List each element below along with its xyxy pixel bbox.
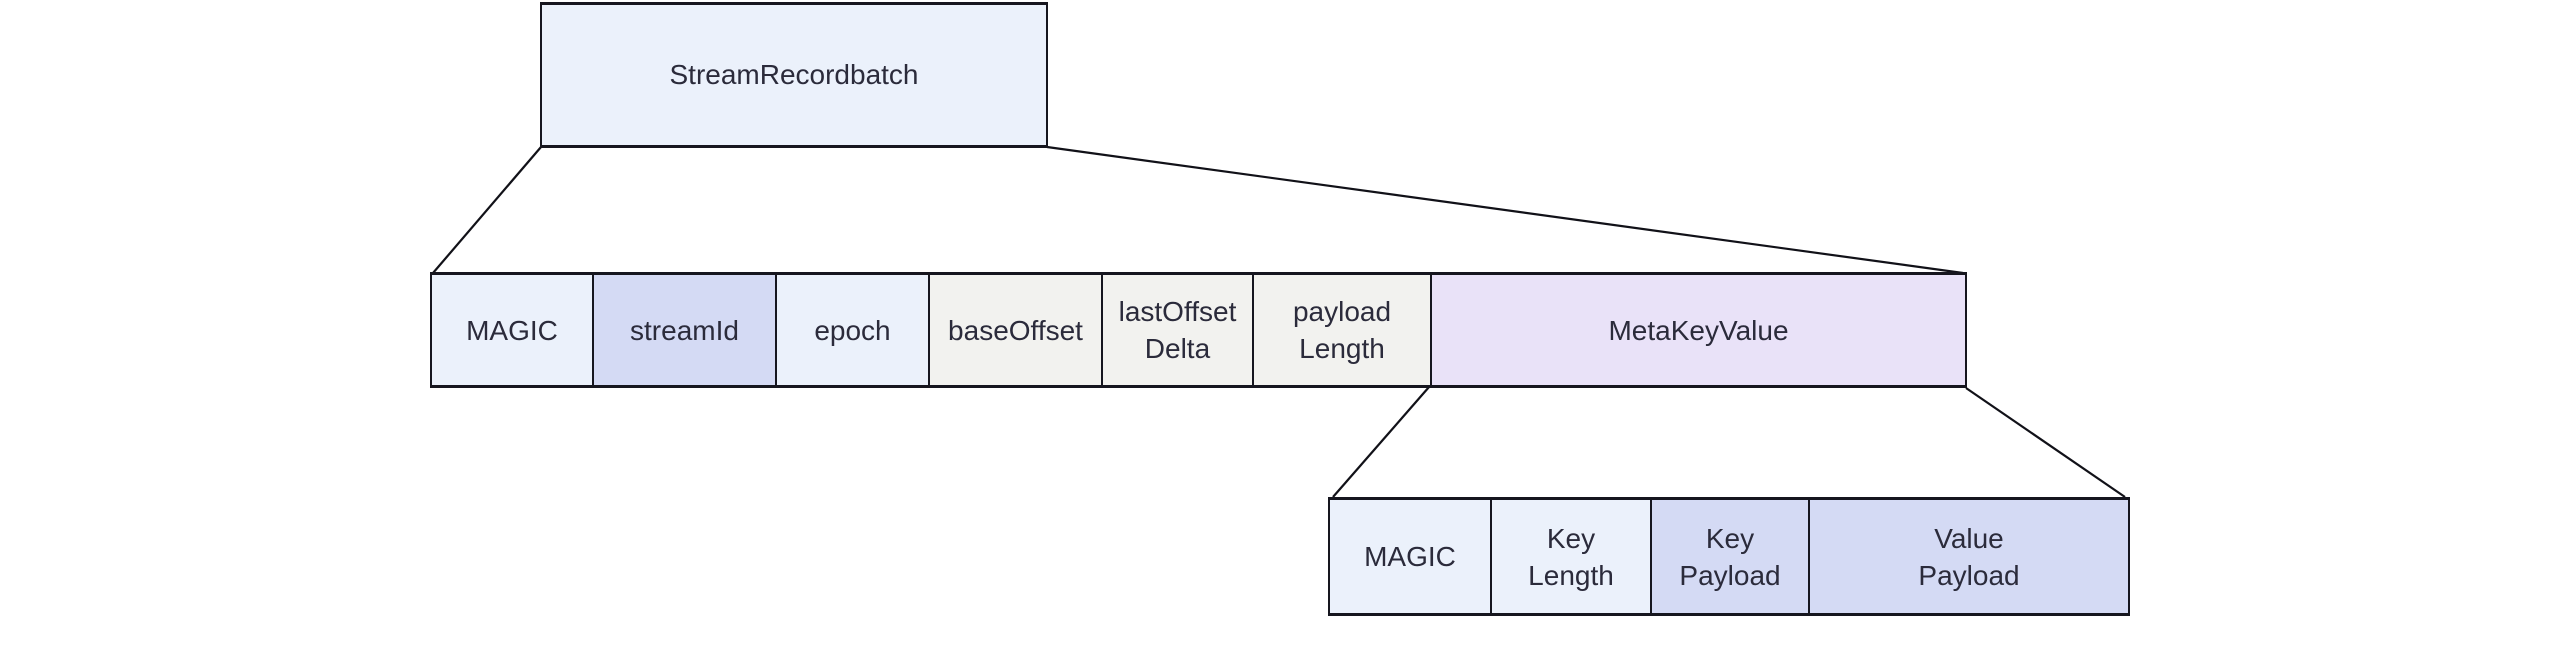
- cell-base-offset: baseOffset: [928, 275, 1101, 385]
- cell-value-payload: Value Payload: [1808, 500, 2128, 613]
- node-stream-recordbatch: StreamRecordbatch: [540, 2, 1048, 148]
- meta-key-value-row: MAGIC Key Length Key Payload Value Paylo…: [1328, 497, 2130, 616]
- cell-meta-magic: MAGIC: [1330, 500, 1490, 613]
- cell-stream-id: streamId: [592, 275, 775, 385]
- cell-meta-key-value: MetaKeyValue: [1430, 275, 1965, 385]
- cell-key-length: Key Length: [1490, 500, 1650, 613]
- node-stream-recordbatch-label: StreamRecordbatch: [669, 59, 919, 90]
- connector-meta-to-row-left: [1332, 386, 1430, 498]
- record-batch-row: MAGIC streamId epoch baseOffset lastOffs…: [430, 272, 1967, 388]
- cell-key-payload: Key Payload: [1650, 500, 1808, 613]
- cell-epoch: epoch: [775, 275, 928, 385]
- connector-root-to-batch-right: [1046, 145, 1964, 275]
- connector-meta-to-row-right: [1965, 387, 2126, 498]
- cell-last-offset-delta: lastOffset Delta: [1101, 275, 1252, 385]
- connector-root-to-batch-left: [432, 146, 542, 274]
- cell-magic: MAGIC: [432, 275, 592, 385]
- cell-payload-length: payload Length: [1252, 275, 1430, 385]
